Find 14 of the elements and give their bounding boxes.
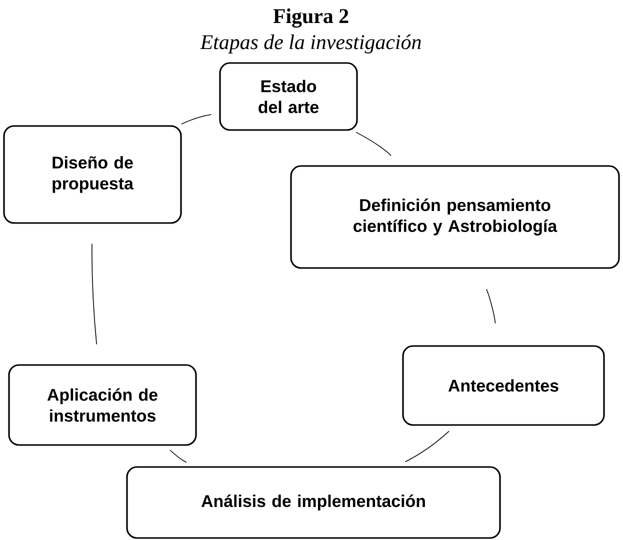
- process-box: Antecedentes: [402, 345, 605, 426]
- connector-line: [170, 450, 187, 463]
- connector-line: [92, 243, 98, 345]
- process-box: Aplicación de instrumentos: [8, 364, 197, 446]
- process-box: Estado del arte: [219, 62, 358, 131]
- process-box: Diseño de propuesta: [3, 125, 182, 224]
- figure-title: Figura 2: [273, 8, 348, 28]
- connector-line: [356, 132, 392, 156]
- process-box: Análisis de implementación: [126, 466, 501, 539]
- connector-line: [486, 288, 496, 324]
- figure-caption: Etapas de la investigación: [200, 34, 421, 54]
- connector-line: [405, 430, 450, 462]
- connector-line: [181, 114, 212, 124]
- process-box: Definición pensamiento científico y Astrobiología: [290, 165, 620, 269]
